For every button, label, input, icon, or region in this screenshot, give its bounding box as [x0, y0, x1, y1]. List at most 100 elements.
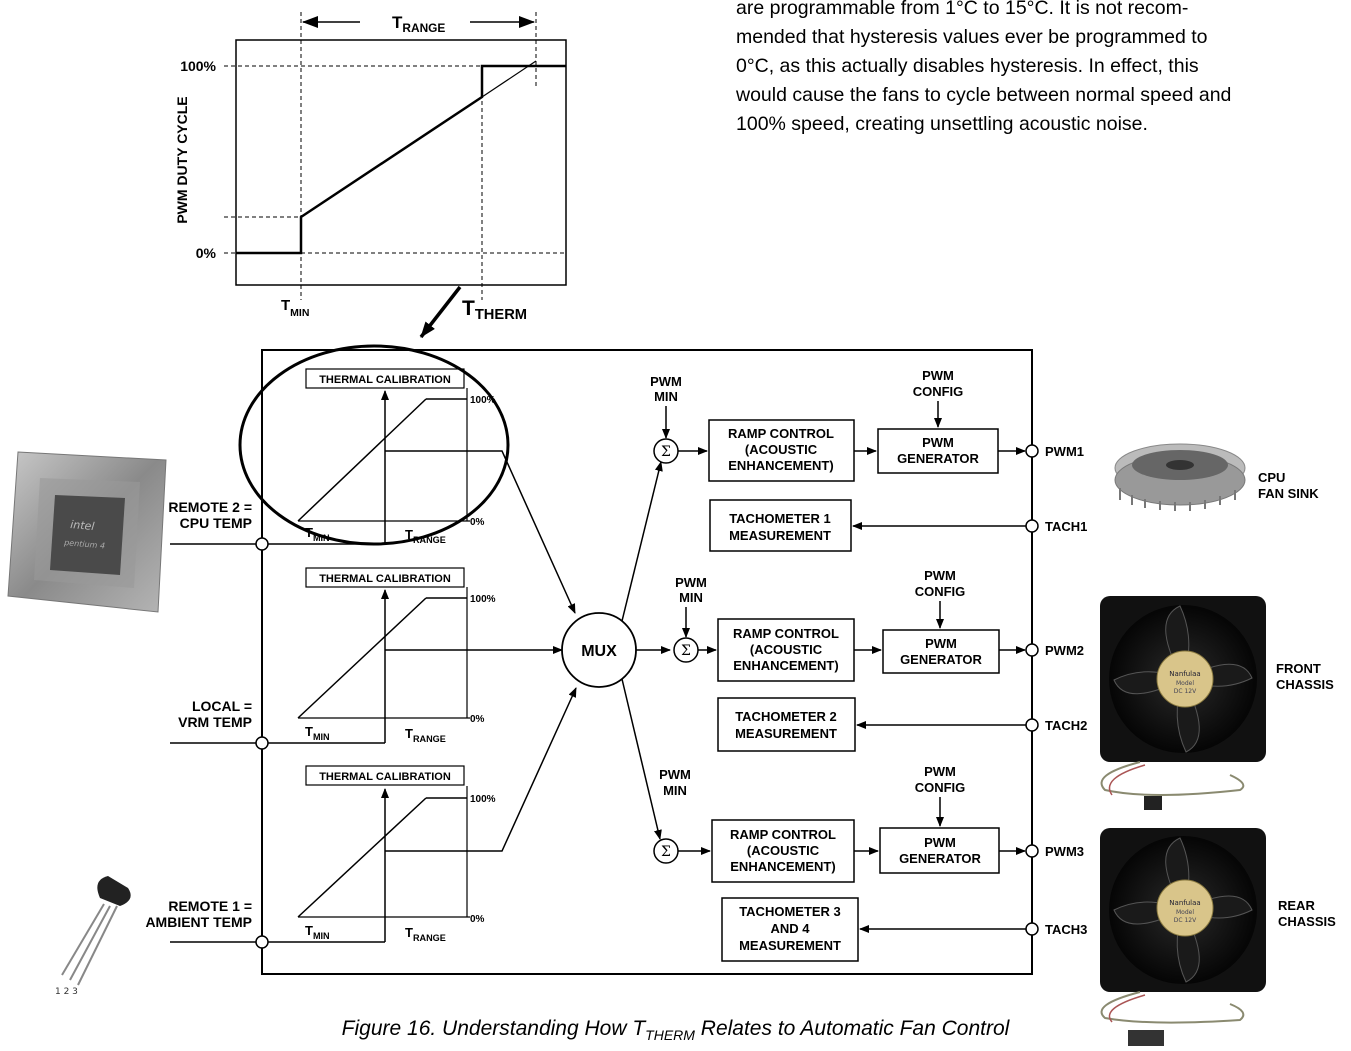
pwm-min-label: PWM	[659, 767, 691, 782]
pct-0: 0%	[470, 517, 485, 528]
cal-trange: TRANGE	[405, 527, 446, 545]
calibration-label: THERMAL CALIBRATION	[319, 771, 451, 783]
generator-label: PWM	[924, 835, 956, 850]
pwm-pin	[1025, 643, 1039, 657]
ramp-label: ENHANCEMENT)	[733, 658, 838, 673]
fan-sticker-text: DC 12V	[1174, 688, 1197, 695]
pct-100: 100%	[470, 594, 496, 605]
sigma-symbol: Σ	[661, 844, 671, 860]
input-remote1: REMOTE 1 = AMBIENT TEMP	[145, 898, 269, 949]
calibration-label: THERMAL CALIBRATION	[319, 573, 451, 585]
calibration-block-1: THERMAL CALIBRATION 100% 0% TMIN TRANGE	[268, 368, 576, 614]
caption-text: Relates to Automatic Fan Control	[694, 1017, 1010, 1040]
input-label: CPU TEMP	[180, 515, 252, 531]
input-local: LOCAL = VRM TEMP	[170, 698, 269, 750]
controller-block	[261, 349, 1033, 975]
pwm-min-label: PWM	[650, 374, 682, 389]
generator-label: GENERATOR	[899, 851, 981, 866]
fan-label: REAR	[1278, 898, 1315, 913]
input-pin	[255, 736, 269, 750]
tach-pin-label: TACH2	[1045, 718, 1087, 733]
mux-label: MUX	[581, 643, 617, 660]
tach-pin	[1025, 718, 1039, 732]
tachometer-box	[717, 697, 856, 752]
ramp-control-box	[711, 819, 855, 883]
paragraph-line: would cause the fans to cycle between no…	[736, 84, 1232, 106]
ramp-extension	[481, 60, 537, 98]
input-pin	[255, 537, 269, 551]
pct-0: 0%	[470, 914, 485, 925]
input-label: VRM TEMP	[178, 714, 252, 730]
generator-label: GENERATOR	[897, 451, 979, 466]
pwm-pin	[1025, 444, 1039, 458]
fan-sticker-text: DC 12V	[1174, 917, 1197, 924]
pct-0: 0%	[470, 714, 485, 725]
body-paragraph: are programmable from 1°C to 15°C. It is…	[736, 0, 1351, 139]
ramp-label: RAMP CONTROL	[728, 426, 834, 441]
fan-label: FRONT	[1276, 661, 1321, 676]
ramp-label: RAMP CONTROL	[730, 827, 836, 842]
trange-label: TRANGE	[392, 13, 445, 35]
input-remote2: REMOTE 2 = CPU TEMP	[168, 499, 269, 551]
sensor-pin-labels: 1 2 3	[55, 987, 78, 997]
pwm-min-label: PWM	[675, 575, 707, 590]
chip-model-text: pentium 4	[63, 538, 106, 551]
highlight-ellipse	[238, 344, 510, 546]
fan-sticker-text: Nanfulaa	[1169, 670, 1200, 678]
ramp-control-box	[717, 618, 855, 682]
ramp-label: (ACOUSTIC	[750, 642, 823, 657]
ramp-label: (ACOUSTIC	[745, 442, 818, 457]
tach-pin	[1025, 519, 1039, 533]
caption-text: Figure 16. Understanding How T	[341, 1017, 646, 1040]
pwm-pin-label: PWM3	[1045, 844, 1084, 859]
fan-label: CHASSIS	[1278, 914, 1336, 929]
duty-cycle-curve	[236, 64, 566, 255]
ramp-label: RAMP CONTROL	[733, 626, 839, 641]
tachometer-label: TACHOMETER 3	[739, 904, 841, 919]
calibration-block-2: THERMAL CALIBRATION 100% 0% TMIN TRANGE	[268, 567, 563, 744]
paragraph-line: are programmable from 1°C to 15°C. It is…	[736, 0, 1189, 19]
chip-logo-text: intel	[70, 518, 95, 533]
pwm-config-label: CONFIG	[913, 384, 964, 399]
pwm-pin-label: PWM2	[1045, 643, 1084, 658]
calibration-label: THERMAL CALIBRATION	[319, 374, 451, 386]
figure-caption: Figure 16. Understanding How TTHERM Rela…	[0, 1017, 1351, 1043]
input-label: REMOTE 2 =	[168, 499, 252, 515]
pwm-config-label: CONFIG	[915, 584, 966, 599]
ttherm-label: TTHERM	[462, 297, 527, 323]
paragraph-line: mended that hysteresis values ever be pr…	[736, 26, 1208, 48]
calibration-ramp	[297, 797, 427, 918]
duty-cycle-plot: TRANGE PWM DUTY CYCLE 100% 0% TMIN TTHER…	[174, 12, 567, 339]
tachometer-label: MEASUREMENT	[729, 528, 831, 543]
pwm-pin-label: PWM1	[1045, 444, 1084, 459]
cal-trange: TRANGE	[405, 925, 446, 943]
y-0-label: 0%	[196, 245, 217, 261]
tachometer-label: TACHOMETER 2	[735, 709, 837, 724]
generator-label: PWM	[922, 435, 954, 450]
pwm-config-label: PWM	[924, 764, 956, 779]
pct-100: 100%	[470, 395, 496, 406]
y-100-label: 100%	[180, 58, 216, 74]
calibration-block-3: THERMAL CALIBRATION 100% 0% TMIN TRANGE	[268, 687, 577, 943]
tach-pin	[1025, 922, 1039, 936]
fan-label: CPU	[1258, 470, 1285, 485]
pwm-config-label: CONFIG	[915, 780, 966, 795]
ramp-label: ENHANCEMENT)	[730, 859, 835, 874]
channel-2: PWM MIN Σ RAMP CONTROL (ACOUSTIC ENHANCE…	[673, 568, 1087, 752]
mux-to-ch3	[621, 678, 662, 840]
tach-pin-label: TACH3	[1045, 922, 1087, 937]
input-label: REMOTE 1 =	[168, 898, 252, 914]
caption-subscript: THERM	[645, 1027, 695, 1044]
pwm-config-label: PWM	[924, 568, 956, 583]
zoom-arrow	[419, 285, 462, 339]
cal-trange: TRANGE	[405, 726, 446, 744]
mux-to-ch1	[621, 461, 663, 622]
input-label: AMBIENT TEMP	[145, 914, 252, 930]
cpu-chip-image: intel pentium 4	[7, 451, 167, 613]
paragraph-line: 100% speed, creating unsettling acoustic…	[736, 113, 1148, 135]
pwm-config-label: PWM	[922, 368, 954, 383]
calibration-ramp	[297, 398, 427, 522]
y-axis-label: PWM DUTY CYCLE	[174, 96, 190, 223]
tachometer-box	[721, 897, 859, 962]
